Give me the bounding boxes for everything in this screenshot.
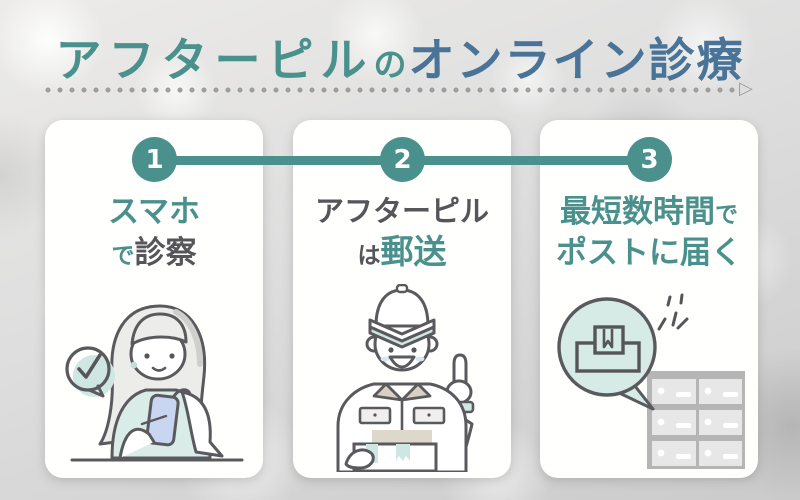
checkmark-bubble-icon — [65, 346, 115, 398]
step1-heading-line1: スマホ — [107, 194, 201, 230]
step1-heading-line2: 診察 — [134, 234, 197, 271]
mailbox-delivery-illustration — [557, 293, 745, 469]
step1-heading: スマホ で診察 — [45, 192, 263, 274]
step1-heading-particle: で — [111, 242, 135, 269]
step3-heading-particle: で — [715, 202, 738, 228]
step3-heading-line1: 最短数時間 — [560, 194, 715, 230]
woman-smartphone-illustration — [65, 304, 244, 462]
step3-heading: 最短数時間で ポストに届く — [540, 192, 758, 274]
step-number-badge-3: 3 — [627, 137, 672, 182]
title-particle-no: の — [373, 45, 409, 84]
step2-heading-line2: 郵送 — [380, 232, 447, 272]
step-number-badge-2: 2 — [380, 137, 425, 182]
dotted-divider — [42, 87, 736, 93]
delivery-worker-illustration — [336, 284, 475, 472]
step-number-badge-1: 1 — [132, 137, 177, 182]
step2-heading-line1: アフターピル — [314, 194, 489, 228]
step3-heading-line2: ポストに届く — [556, 234, 742, 271]
page-title: アフターピルのオンライン診療 — [0, 24, 800, 90]
step-card-smartphone-consult: スマホ で診察 — [45, 120, 263, 478]
title-part-afterpill: アフターピル — [55, 33, 374, 87]
sparkle-icon — [657, 293, 689, 331]
step2-heading-particle: は — [357, 243, 381, 270]
step2-heading: アフターピル は郵送 — [293, 192, 511, 274]
arrow-right-icon: ▷ — [739, 78, 753, 99]
mailbox-grid-icon — [647, 371, 745, 469]
package-bubble-icon — [557, 297, 657, 411]
title-part-online-care: オンライン診療 — [408, 33, 745, 87]
